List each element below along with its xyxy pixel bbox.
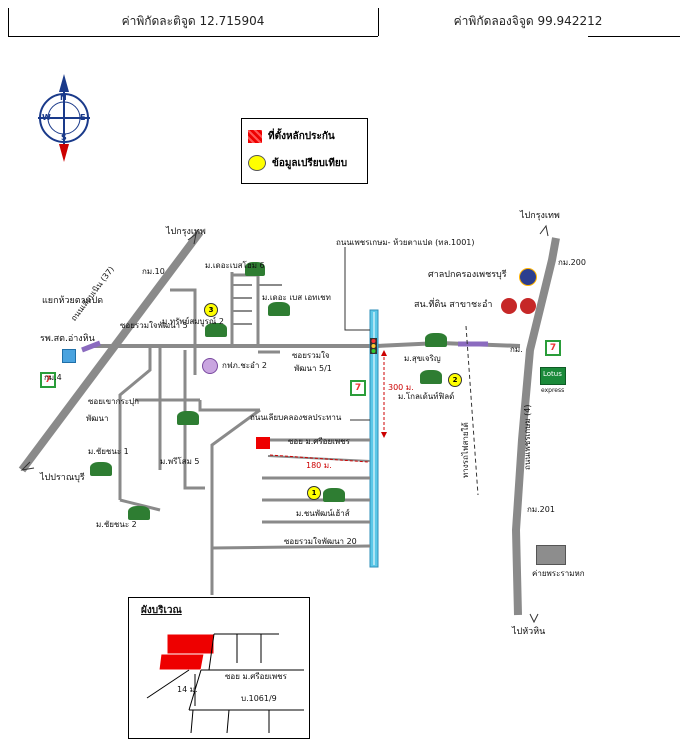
label-soi-ruamjai20: ซอยรวมใจพัฒนา 20 [284,537,357,546]
label-soi-khaokrapuk-b: พัฒนา [86,414,109,423]
village-icon [245,262,265,276]
road-purple-left [81,340,101,353]
seven-eleven-icon: 7 [545,340,561,356]
village-icon [425,333,447,347]
label-court: ศาลปกครองเพชรบุรี [428,270,507,280]
seven-eleven-icon: 7 [350,380,366,396]
dimension-180 [269,454,369,463]
lotus-icon [540,367,566,385]
latitude-header: ค่าพิกัดละติจูด 12.715904 [121,13,265,28]
comparable-swatch [248,155,266,171]
label-highway4: ถนนเพชรเกษม (4) [523,404,532,470]
label-village-pripsom5: ม.พรีโสม 5 [160,457,200,466]
label-soi-sri: ซอย ม.ศรีอยเพชร [288,437,350,446]
header-divider [378,8,379,36]
legend-row-property: ที่ตั้งหลักประกัน [248,129,335,144]
village-icon [205,323,227,337]
label-to-bangkok-left: ไปกรุงเทพ [166,227,206,237]
inset-title: ผังบริเวณ [141,605,182,616]
label-km200: กม.200 [558,258,586,267]
label-soi-ruamjai51-a: ซอยรวมใจ [292,351,330,360]
camp-icon [536,545,566,565]
label-police: สน.ที่ดิน สาขาชะอำ [414,300,493,310]
label-village-chaicharoen2: ม.ชัยชนะ 2 [96,520,137,529]
header-underline-right [588,36,680,37]
label-to-bangkok-right: ไปกรุงเทพ [520,211,560,221]
comparable-badge-2: 2 [448,373,462,387]
label-village-sapsomboon2: ม.ทรัพย์สมบูรณ์ 2 [162,317,224,326]
label-soi-ruamjai5: ซอยรวมใจพัฒนา 5 [120,321,188,330]
label-camp: ค่ายพระรามหก [532,569,585,578]
label-lotus-b: express [541,387,565,394]
property-swatch [248,130,262,143]
village-icon [323,488,345,502]
label-soi-khaokrapuk-a: ซอยเขากระปุก [88,397,139,406]
property-marker [256,437,270,449]
road-leab-noen [18,229,204,473]
comparable-badge-3: 3 [204,303,218,317]
longitude-header: ค่าพิกัดลองจิจูด 99.942212 [453,13,603,28]
police-icon [501,298,517,314]
label-junction: แยกห้วยตาแปด [42,296,104,306]
label-km4: กม.4 [44,373,62,382]
label-km10: กม.10 [142,267,165,276]
label-village-ultimate6: ม.เดอะเบสโฮม 6 [205,261,265,270]
compass-north: N [60,93,67,102]
label-soi-ruamjai51-b: พัฒนา 5/1 [294,364,332,373]
label-village-golden: ม.โกลเด้นท์ฟิลด์ [398,392,455,401]
label-village-chaicharoen1: ม.ชัยชนะ 1 [88,447,129,456]
site-plan-inset: ผังบริเวณ ซอย ม.ศรีอยเพชร 14 ม. บ.1061/9 [128,597,310,739]
inset-plan [146,633,304,734]
label-village-chonpat: ม.ชนพัฒน์เฮ้าส์ [296,509,350,518]
label-hospital: รพ.สต.อ่างหิน [40,334,95,344]
railway-line [465,325,479,496]
hospital-icon [62,349,76,363]
label-km201: กม.201 [527,505,555,514]
map-legend: ที่ตั้งหลักประกัน ข้อมูลเปรียบเทียบ [241,118,368,184]
village-icon [420,370,442,384]
label-dist-180: 180 ม. [306,461,332,470]
village-icon [177,411,199,425]
compass-east: E [80,113,86,122]
pea-icon [202,358,218,374]
compass-icon [38,74,90,162]
compass-west: W [42,113,51,122]
label-lotus-a: Lotus [543,370,562,378]
label-to-huahin: ไปหัวหิน [512,627,546,637]
label-dist-300: 300 ม. [388,383,414,392]
label-village-thebest: ม.เดอะ เบส เอทเชท [262,293,331,302]
inset-width-label: 14 ม. [177,685,198,694]
legend-row-comparable: ข้อมูลเปรียบเทียบ [248,155,347,171]
village-icon [128,506,150,520]
label-canal-road: ถนนเลียบคลองชลประทาน [250,413,342,422]
legend-property-label: ที่ตั้งหลักประกัน [268,131,335,142]
inset-soi-label: ซอย ม.ศรีอยเพชร [225,672,287,681]
label-railway: ทางรถไฟสายใต้ [461,422,470,478]
label-pea: กฟภ.ชะอำ 2 [222,361,267,370]
label-main-road: ถนนเพชรเกษม- ห้วยตาแปด (ทล.1001) [336,238,475,247]
comparable-badge-1: 1 [307,486,321,500]
compass-south: S [61,133,67,142]
seven-eleven-icon: 7 [40,372,56,388]
header-underline-left [8,36,378,37]
court-icon [519,268,537,286]
village-icon [268,302,290,316]
village-icon [90,462,112,476]
legend-comparable-label: ข้อมูลเปรียบเทียบ [272,157,348,169]
police-icon [520,298,536,314]
inset-parcel-label: บ.1061/9 [241,694,277,703]
label-to-pranburi: ไปปราณบุรี [40,473,85,483]
label-km-right: กม. [510,345,523,354]
label-village-suk: ม.สุขเจริญ [404,354,441,363]
highway-4 [511,237,560,616]
header-left-border [8,8,9,36]
